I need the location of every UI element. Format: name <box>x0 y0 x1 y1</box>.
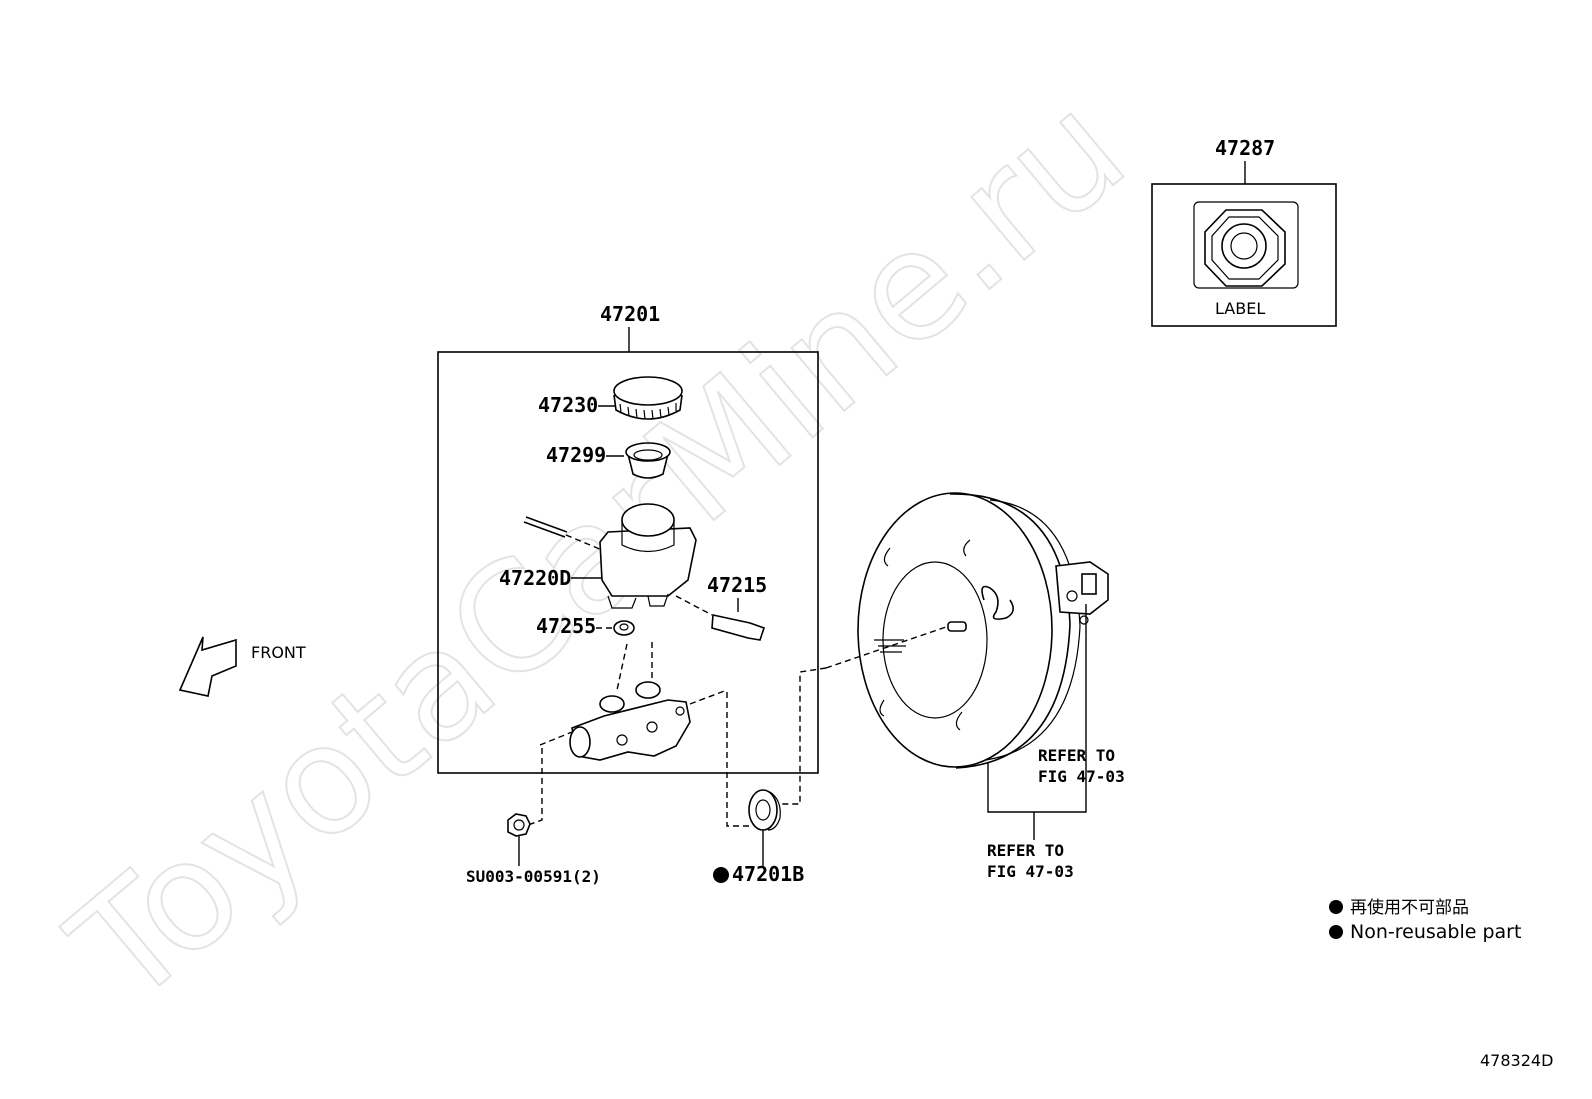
part-number-47287[interactable]: 47287 <box>1215 136 1275 160</box>
pin-47215: 47215 <box>675 573 767 641</box>
refer-1-line1[interactable]: REFER TO <box>1038 746 1115 765</box>
figure-id: 478324D <box>1480 1051 1553 1070</box>
label-box-text: LABEL <box>1215 299 1265 318</box>
refer-1-line2[interactable]: FIG 47-03 <box>1038 767 1125 786</box>
strainer-47299: 47299 <box>546 442 671 479</box>
legend-text-en: Non-reusable part <box>1350 921 1521 943</box>
legend-marker-jp-icon <box>1329 900 1343 914</box>
master-cylinder-assembly-47201: 47201 <box>437 302 819 774</box>
nut-su003-00591: SU003-00591(2) <box>466 813 601 886</box>
part-number-47201B[interactable]: 47201B <box>732 862 804 886</box>
reservoir-47220D: 47220D <box>499 503 697 609</box>
front-direction-indicator: FRONT <box>178 636 306 697</box>
reservoir-cap-47230: 47230 <box>538 376 683 420</box>
front-label: FRONT <box>251 643 306 662</box>
non-reusable-marker-icon <box>713 867 729 883</box>
part-number-su003-00591[interactable]: SU003-00591(2) <box>466 867 601 886</box>
refer-annotations: REFER TO FIG 47-03 REFER TO FIG 47-03 <box>987 604 1125 881</box>
part-number-47299[interactable]: 47299 <box>546 443 606 467</box>
grommet-47255: 47255 <box>536 614 653 691</box>
part-number-47230[interactable]: 47230 <box>538 393 598 417</box>
master-cylinder-body <box>527 681 752 827</box>
label-part-47287: 47287 LABEL <box>1151 136 1337 327</box>
part-number-47201[interactable]: 47201 <box>600 302 660 326</box>
front-arrow-icon <box>178 636 237 697</box>
gasket-47201B: 47201B <box>713 789 804 886</box>
part-number-47255[interactable]: 47255 <box>536 614 596 638</box>
brake-booster <box>780 492 1109 805</box>
refer-2-line1[interactable]: REFER TO <box>987 841 1064 860</box>
legend-marker-en-icon <box>1329 925 1343 939</box>
refer-2-line2[interactable]: FIG 47-03 <box>987 862 1074 881</box>
legend-text-jp: 再使用不可部品 <box>1350 897 1469 918</box>
legend: 再使用不可部品 Non-reusable part <box>1329 897 1521 943</box>
part-number-47220D[interactable]: 47220D <box>499 566 571 590</box>
part-number-47215[interactable]: 47215 <box>707 573 767 597</box>
